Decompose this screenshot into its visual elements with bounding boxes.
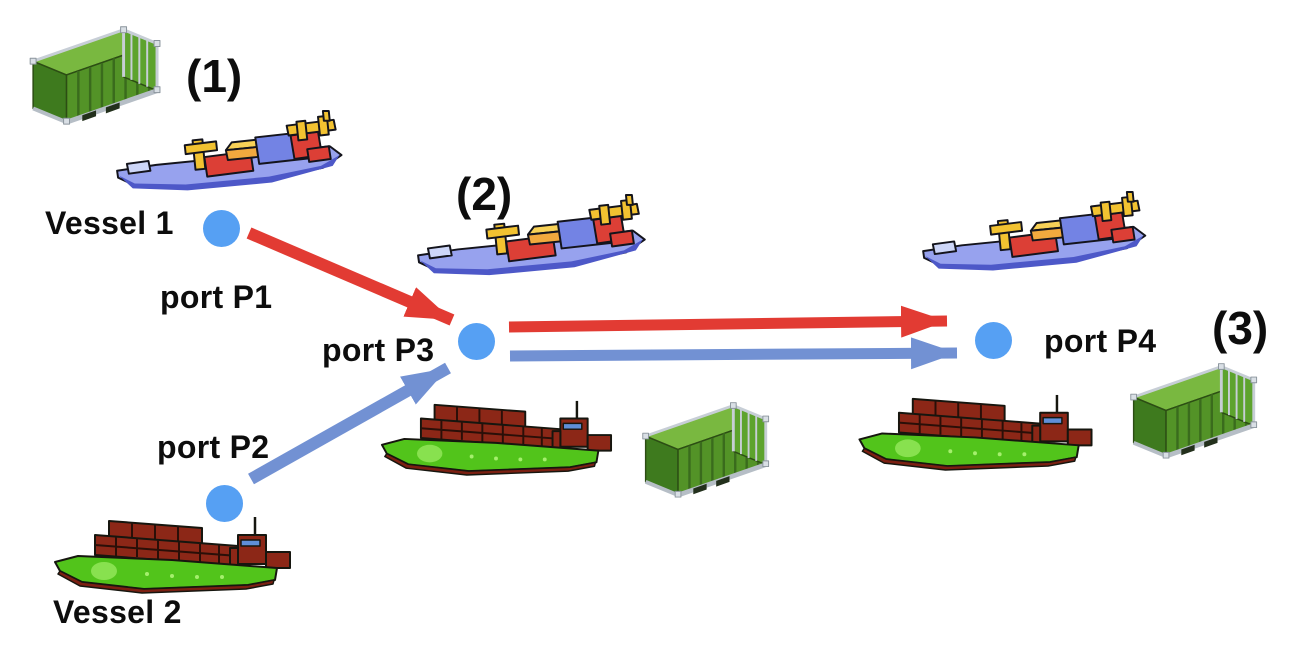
port-p3-label: port P3 <box>322 332 435 368</box>
cargo-ship-icon <box>417 194 646 277</box>
annotation-3: (3) <box>1212 302 1269 354</box>
container-barge-icon <box>380 399 613 476</box>
shipping-container-icon <box>1126 350 1269 467</box>
vessel2-label: Vessel 2 <box>53 594 182 630</box>
port-p4-label: port P4 <box>1044 323 1157 359</box>
port-p2-node-dot <box>206 485 243 522</box>
port-p4-node-dot <box>975 322 1012 359</box>
annotation-1: (1) <box>186 50 243 102</box>
container-barge-icon <box>858 393 1093 471</box>
route-p3-p4-blue-arrow <box>509 337 958 370</box>
container-barge-icon <box>53 515 292 594</box>
port-p1-label: port P1 <box>160 279 273 315</box>
annotation-2: (2) <box>456 168 513 220</box>
shipping-container-icon <box>638 390 781 505</box>
cargo-ship-icon <box>116 110 343 192</box>
route-p3-p4-red-arrow <box>508 305 948 338</box>
vessel1-label: Vessel 1 <box>45 205 174 241</box>
port-p3-node-dot <box>458 323 495 360</box>
cargo-ship-icon <box>922 191 1147 272</box>
port-p1-node-dot <box>203 210 240 247</box>
port-p2-label: port P2 <box>157 429 270 465</box>
